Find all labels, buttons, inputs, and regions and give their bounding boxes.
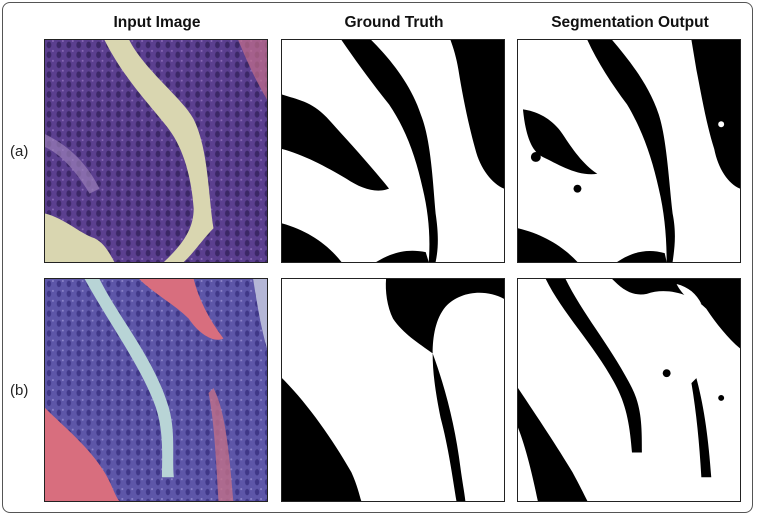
header-input-image: Input Image [113,14,201,31]
row-label-b: (b) [10,382,29,399]
ground-truth-b [281,278,505,502]
segmentation-output-b [517,278,741,502]
input-image-b [44,278,268,502]
segmentation-output-a [517,39,741,263]
row-label-a: (a) [10,143,29,160]
header-ground-truth: Ground Truth [344,14,444,31]
input-image-a [44,39,268,263]
header-segmentation-output: Segmentation Output [551,14,709,31]
ground-truth-a [281,39,505,263]
